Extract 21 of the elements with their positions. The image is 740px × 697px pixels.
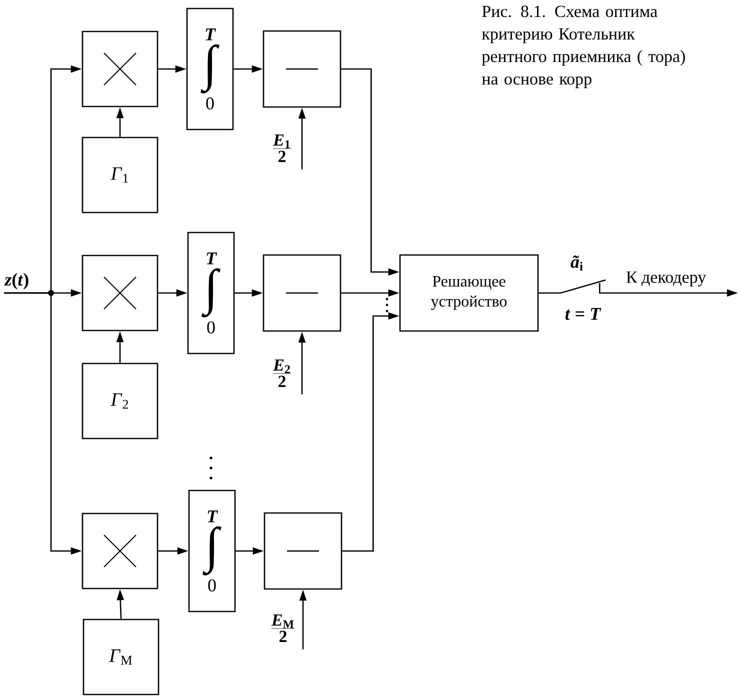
edge-label: К декодеру xyxy=(626,272,706,286)
multiplier-box xyxy=(82,254,158,332)
decision-box: Решающее устройство xyxy=(399,254,539,332)
caption: Рис. 8.1. Схема оптима критерию Котельник рентного приемника ( тора) на основе корр xyxy=(482,6,685,88)
multiplier-box xyxy=(82,512,158,590)
generator-box: Г$_{M}$ xyxy=(82,618,160,696)
integrator-box: T ∫ 0 xyxy=(188,490,236,612)
signal-label: t = T xyxy=(565,308,602,320)
threshold-label: E$_{1}$ 2 xyxy=(272,134,292,162)
input-label: z(t) xyxy=(4,273,28,290)
subtractor-box xyxy=(262,254,342,332)
multiplier-box xyxy=(82,30,158,108)
generator-box: Г$_{2}$ xyxy=(82,362,158,440)
integrator-box: T ∫ 0 xyxy=(187,232,235,354)
signal-label: ã$_{i}$ xyxy=(570,255,583,271)
subtractor-box xyxy=(264,512,342,590)
threshold-label: E$_{M}$ 2 xyxy=(271,614,295,642)
subtractor-box xyxy=(262,30,342,108)
integrator-box: T ∫ 0 xyxy=(186,8,234,130)
generator-box: Г$_{1}$ xyxy=(82,136,158,214)
threshold-label: E$_{2}$ 2 xyxy=(272,359,292,387)
